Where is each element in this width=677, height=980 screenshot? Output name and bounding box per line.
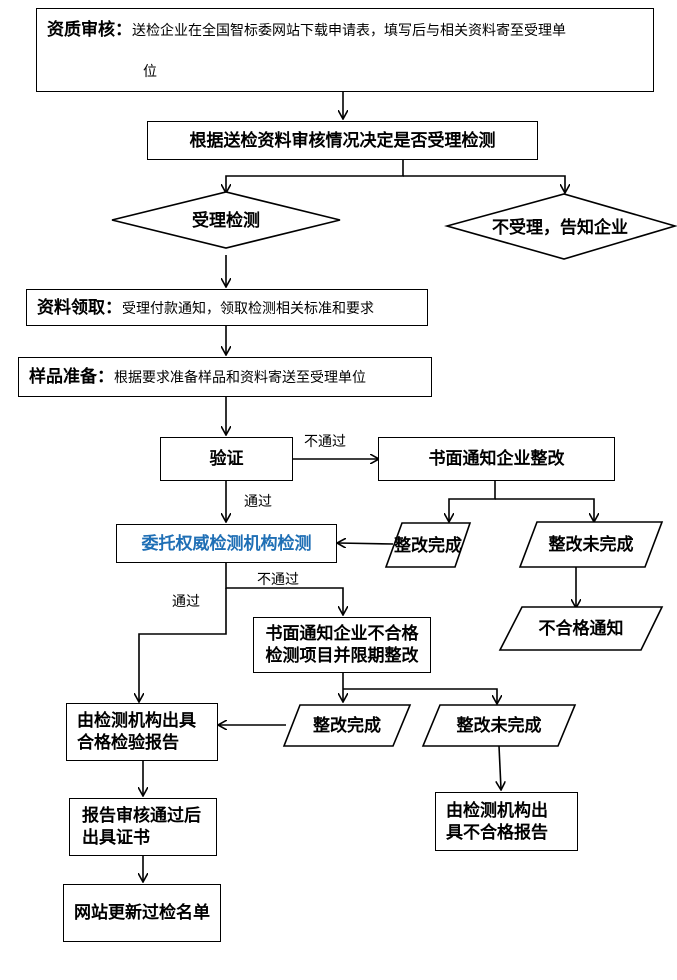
notify-fail-items-line2: 检测项目并限期整改 xyxy=(265,646,419,666)
accept-text: 受理检测 xyxy=(192,211,260,231)
rectified-2-shape xyxy=(282,704,412,747)
edge-notify-rectified1 xyxy=(449,481,496,521)
decide-node: 根据送检资料审核情况决定是否受理检测 xyxy=(147,121,538,160)
rectified-2-text: 整改完成 xyxy=(313,716,381,736)
not-rectified-1-shape xyxy=(518,521,664,568)
fail-notice-text: 不合格通知 xyxy=(538,619,624,639)
edge-test-qualified xyxy=(139,588,227,701)
materials-title: 资料领取： xyxy=(37,297,122,318)
notify-rectify-node: 书面通知企业整改 xyxy=(378,437,615,481)
unqualified-report-node: 由检测机构出 具不合格报告 xyxy=(435,792,578,851)
sample-text: 根据要求准备样品和资料寄送至受理单位 xyxy=(114,370,366,386)
edge-notrectified2-unqualified xyxy=(499,745,501,789)
edge-test-notifyfail xyxy=(225,563,343,614)
rectified-1-shape xyxy=(384,522,472,568)
reject-diamond xyxy=(444,193,677,260)
unqualified-report-line1: 由检测机构出 xyxy=(446,800,548,821)
sample-title: 样品准备： xyxy=(29,367,114,387)
materials-text: 受理付款通知，领取检测相关标准和要求 xyxy=(122,300,374,317)
certificate-line2: 出具证书 xyxy=(82,828,150,848)
website-update-text: 网站更新过检名单 xyxy=(74,903,210,923)
label-test-pass: 通过 xyxy=(172,594,200,610)
not-rectified-2-text: 整改未完成 xyxy=(456,716,542,736)
label-verify-pass: 通过 xyxy=(244,494,272,510)
not-rectified-1-text: 整改未完成 xyxy=(548,535,634,555)
qualified-report-node: 由检测机构出具 合格检验报告 xyxy=(66,703,218,761)
rectified-1-text: 整改完成 xyxy=(394,536,462,556)
edge-decide-reject xyxy=(403,175,565,192)
edge-decide-accept xyxy=(226,160,404,192)
qualification-text-line2: 位 xyxy=(143,64,157,80)
edge-rectified1-test xyxy=(338,543,394,544)
website-update-node: 网站更新过检名单 xyxy=(63,884,221,942)
qualification-node: 资质审核：送检企业在全国智标委网站下载申请表，填写后与相关资料寄至受理单 位 xyxy=(36,8,654,92)
verify-node: 验证 xyxy=(160,437,293,481)
decide-text: 根据送检资料审核情况决定是否受理检测 xyxy=(189,130,496,151)
label-verify-fail: 不通过 xyxy=(304,434,346,450)
notify-rectify-text: 书面通知企业整改 xyxy=(428,449,565,469)
certificate-line1: 报告审核通过后 xyxy=(82,806,201,826)
sample-node: 样品准备：根据要求准备样品和资料寄送至受理单位 xyxy=(18,357,432,397)
materials-node: 资料领取：受理付款通知，领取检测相关标准和要求 xyxy=(26,289,428,326)
authorized-test-node: 委托权威检测机构检测 xyxy=(116,524,337,563)
fail-notice-shape xyxy=(498,606,664,651)
authorized-test-text: 委托权威检测机构检测 xyxy=(141,533,312,554)
qualification-text: 送检企业在全国智标委网站下载申请表，填写后与相关资料寄至受理单 xyxy=(132,23,566,39)
qualified-report-line2: 合格检验报告 xyxy=(77,733,179,753)
label-test-fail: 不通过 xyxy=(257,572,299,588)
verify-text: 验证 xyxy=(209,449,244,469)
not-rectified-2-shape xyxy=(421,704,577,747)
certificate-node: 报告审核通过后 出具证书 xyxy=(69,798,217,856)
reject-text: 不受理，告知企业 xyxy=(492,218,628,238)
qualification-title: 资质审核： xyxy=(47,20,132,40)
edge-notify-notrectified1 xyxy=(495,498,594,521)
accept-diamond xyxy=(111,191,341,249)
notify-fail-items-line1: 书面通知企业不合格 xyxy=(265,624,419,644)
unqualified-report-line2: 具不合格报告 xyxy=(446,822,548,843)
edge-notifyfail-notrectified2 xyxy=(343,688,497,703)
qualified-report-line1: 由检测机构出具 xyxy=(77,711,196,731)
notify-fail-items-node: 书面通知企业不合格 检测项目并限期整改 xyxy=(253,617,431,673)
